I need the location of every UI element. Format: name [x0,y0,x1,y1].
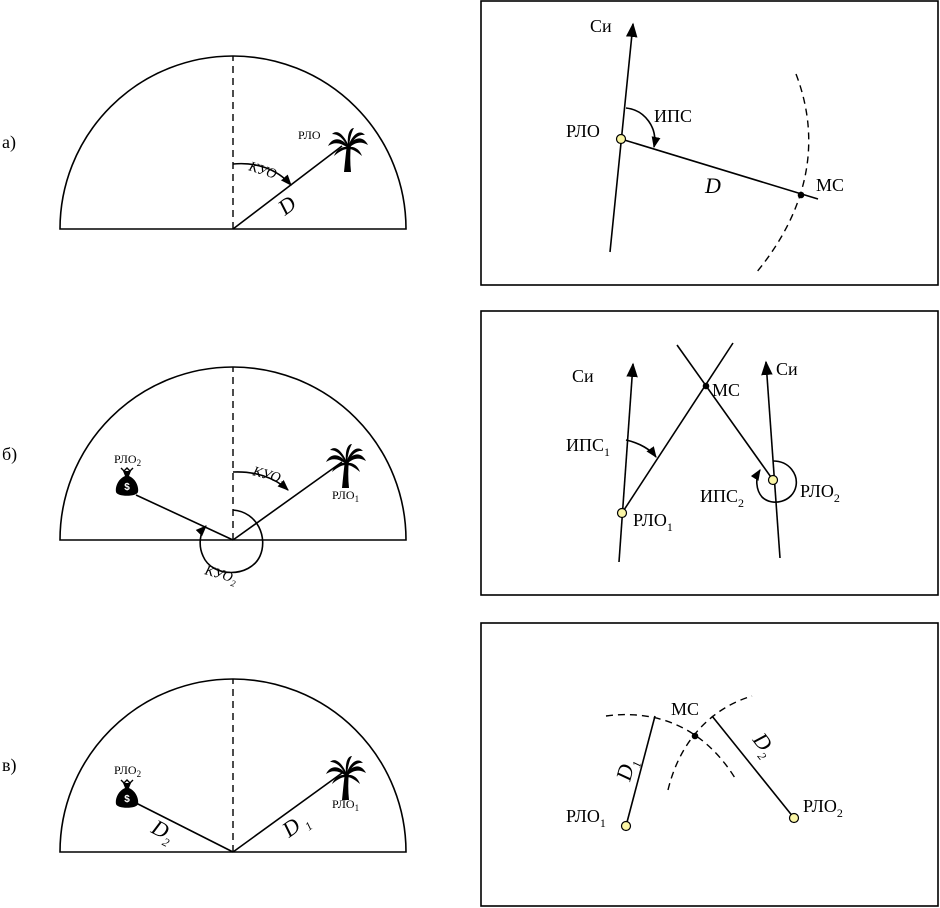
north2-label-b: Си [776,359,798,379]
left-diagram-b: КУО1 КУО2 РЛО1 $ РЛО2 [59,366,407,589]
north-line-b1 [618,362,638,563]
row-c: в) D1 D2 РЛО1 $ РЛО2 МС D1 D2 РЛО1 [2,622,939,907]
distance2-label-c-right: D2 [744,727,781,763]
fix-label-a: МС [816,175,844,195]
panel-a [480,0,939,286]
left-diagram-a: КУО D РЛО [59,55,407,230]
palm-icon [328,128,368,172]
fix-label-b: МС [712,380,740,400]
fix-point-b [702,382,710,390]
right-diagram-c: МС D1 D2 РЛО1 РЛО2 [480,622,939,907]
row-label-a: а) [2,132,16,153]
kuo1-arc-b [232,471,289,491]
distance1-label-c: D1 [276,807,315,846]
ips2-arc-b [750,460,798,503]
station1-label-b: РЛО1 [633,510,673,534]
ips2-label-b: ИПС2 [700,486,744,510]
range-line-a [232,145,343,230]
north-label-a: Си [590,16,612,36]
money-symbol-c: $ [124,794,130,805]
range-line-c1 [232,772,343,853]
station2-point-c [788,812,800,824]
kuo1-label-b: КУО1 [249,464,286,489]
palm-icon [326,444,366,488]
row-label-b: б) [2,444,17,465]
kuo-arc-a [232,162,292,186]
ips1-arc-b [625,439,657,458]
kuo2-label-b: КУО2 [201,563,239,589]
fix-point-c [691,732,699,740]
range-line-c-right2 [711,715,795,819]
panel-c [480,622,939,907]
bearing-line-b1 [621,342,734,514]
row-b: б) КУО1 КУО2 РЛО1 $ РЛО2 Си Си МС [2,310,939,596]
bearing-line-a [620,138,819,200]
range-line-c-right1 [625,715,656,827]
bearing-line-b2 [676,344,774,481]
row-label-c: в) [2,755,17,776]
range-line-c2 [135,802,234,853]
station1-label-c: РЛО1 [566,806,606,830]
palm-icon [326,756,366,800]
station2-label-c: РЛО2 [803,796,843,820]
left-diagram-c: D1 D2 РЛО1 $ РЛО2 [59,678,407,853]
range-line-b1 [232,461,343,541]
ips-arc-a [625,107,661,149]
object2-label-c: РЛО2 [114,763,141,779]
station-label-a: РЛО [566,121,600,141]
distance1-label-c-right: D1 [610,756,644,786]
station1-point-c [620,820,632,832]
kuo-label-a: КУО [246,159,278,182]
object1-label-c: РЛО1 [332,797,359,813]
north1-label-b: Си [572,366,594,386]
fix-label-c: МС [671,699,699,719]
object1-label-b: РЛО1 [332,488,359,504]
ips-label-a: ИПС [654,106,692,126]
north-line-b2 [761,360,781,559]
station1-point-b [616,507,628,519]
row-a: а) КУО D РЛО Си ИПС D МС РЛО [2,0,939,286]
money-symbol-b: $ [124,482,130,493]
range-arc-c1 [605,713,736,779]
right-diagram-b: Си Си МС ИПС1 ИПС2 РЛО1 РЛО2 [480,310,939,596]
object2-label-b: РЛО2 [114,452,141,468]
semicircle-a [59,55,407,230]
fix-point-a [797,191,805,199]
station2-point-b [767,474,779,486]
ips1-label-b: ИПС1 [566,435,610,459]
distance-label-right-a: D [704,173,721,198]
panel-b [480,310,939,596]
kuo2-arc-b [195,509,264,574]
range-line-b2 [135,494,234,541]
semicircle-c [59,678,407,853]
station-point-a [615,133,627,145]
range-arc-c2 [667,695,753,791]
distance2-label-c: D2 [145,814,179,850]
right-diagram-a: Си ИПС D МС РЛО [480,0,939,286]
semicircle-b [59,366,407,541]
range-arc-a [755,73,810,274]
object-label-a: РЛО [298,128,321,142]
station2-label-b: РЛО2 [800,481,840,505]
